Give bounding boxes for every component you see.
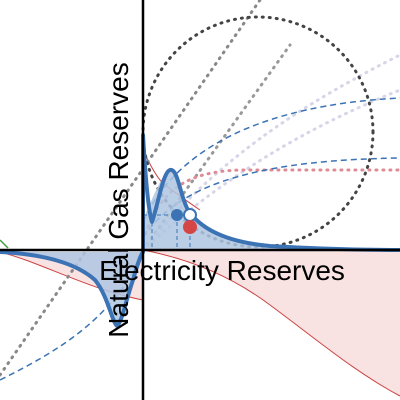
main-blue-curve bbox=[0, 133, 400, 328]
dashed-blue-curve-left bbox=[0, 254, 144, 381]
y-axis-label: Natural Gas Reserves bbox=[103, 62, 134, 337]
dashed-blue-curve-lower bbox=[142, 157, 400, 239]
red-point bbox=[183, 220, 197, 234]
gray-dotted-diagonal bbox=[0, 0, 262, 377]
x-axis-label: Electricity Reserves bbox=[99, 255, 345, 286]
blue-point bbox=[171, 209, 183, 221]
red-boundary-curve bbox=[142, 249, 400, 397]
red-shaded-region bbox=[143, 250, 400, 396]
main-curve-fill-left bbox=[0, 252, 143, 326]
white-point bbox=[183, 208, 197, 222]
pink-dotted-curve bbox=[141, 168, 400, 242]
green-tick-mark bbox=[0, 239, 9, 249]
